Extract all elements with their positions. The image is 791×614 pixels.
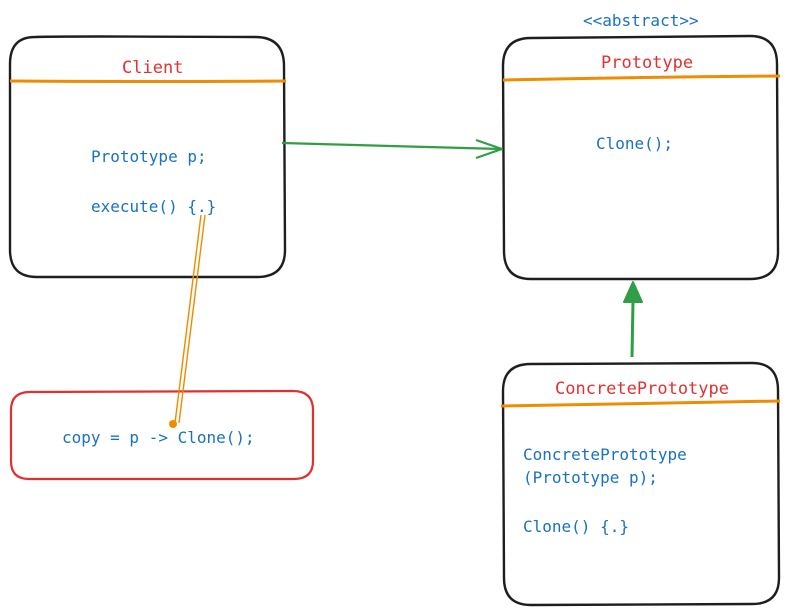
concrete-ctor-line1: ConcretePrototype [523, 445, 687, 464]
association-line [281, 141, 502, 151]
client-class-box[interactable] [8, 35, 287, 279]
concrete-prototype-class-box[interactable] [500, 361, 781, 607]
prototype-divider [502, 74, 781, 82]
note-link-line-a [174, 214, 202, 424]
client-title: Client [122, 58, 184, 78]
association-arrowhead [475, 138, 504, 160]
concrete-ctor-line2: (Prototype p); [523, 468, 658, 487]
prototype-stereotype: <<abstract>> [583, 11, 699, 30]
prototype-clone-method: Clone(); [596, 134, 674, 153]
concrete-title: ConcretePrototype [555, 379, 729, 399]
note-box[interactable] [9, 389, 315, 481]
note-link-dot [169, 420, 177, 428]
inheritance-arrowhead [623, 281, 643, 303]
note-text: copy = p -> Clone(); [62, 428, 255, 447]
note-box-outline [9, 389, 315, 481]
concrete-clone-method: Clone() {.} [523, 517, 629, 536]
note-link[interactable] [169, 214, 206, 428]
concrete-divider [500, 399, 781, 408]
prototype-class-box[interactable] [501, 34, 781, 281]
client-divider [9, 79, 287, 83]
client-execute-method[interactable]: execute() {.} [91, 197, 217, 216]
prototype-title: Prototype [601, 53, 694, 73]
association-arrow[interactable] [281, 138, 504, 160]
client-box-outline [8, 35, 287, 279]
client-field: Prototype p; [91, 147, 207, 166]
prototype-box-outline [501, 34, 780, 281]
note-link-line-b [178, 214, 206, 424]
inheritance-arrow[interactable] [623, 281, 643, 358]
concrete-box-outline [501, 361, 781, 607]
inheritance-line [630, 300, 635, 358]
